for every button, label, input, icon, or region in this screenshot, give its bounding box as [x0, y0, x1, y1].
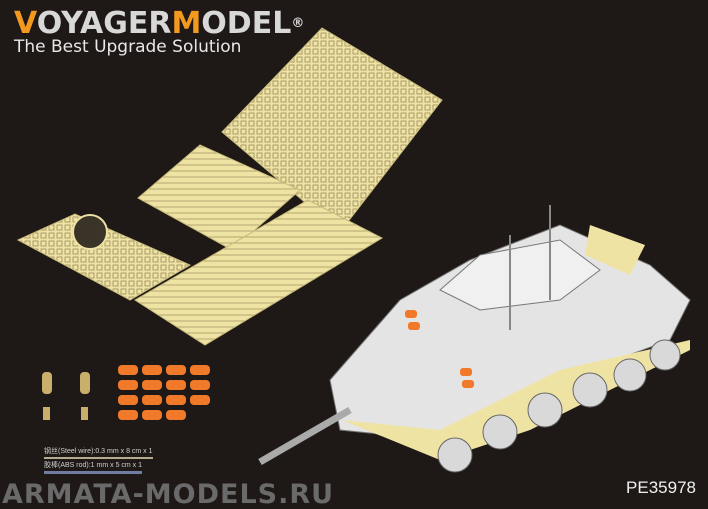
- orange-tubes: [118, 365, 210, 420]
- tank-model: [258, 205, 691, 473]
- pe-fret-long: [134, 199, 384, 346]
- product-code: PE35978: [626, 478, 696, 497]
- material-note: 钢丝(Steel wire):0.3 mm x 8 cm x 1: [44, 446, 153, 459]
- brand-tagline: The Best Upgrade Solution: [14, 37, 242, 57]
- material-note: 胶棒(ABS rod):1 mm x 5 cm x 1: [44, 460, 143, 474]
- pe-fret-large: [221, 27, 443, 233]
- pe-fret-small: [16, 213, 192, 301]
- brand-logo: VOYAGERMODEL®: [14, 6, 305, 41]
- road-wheels: [437, 339, 681, 473]
- watermark: ARMATA-MODELS.RU: [2, 479, 335, 509]
- brass-parts: [42, 372, 90, 420]
- pe-fret-middle: [137, 144, 301, 251]
